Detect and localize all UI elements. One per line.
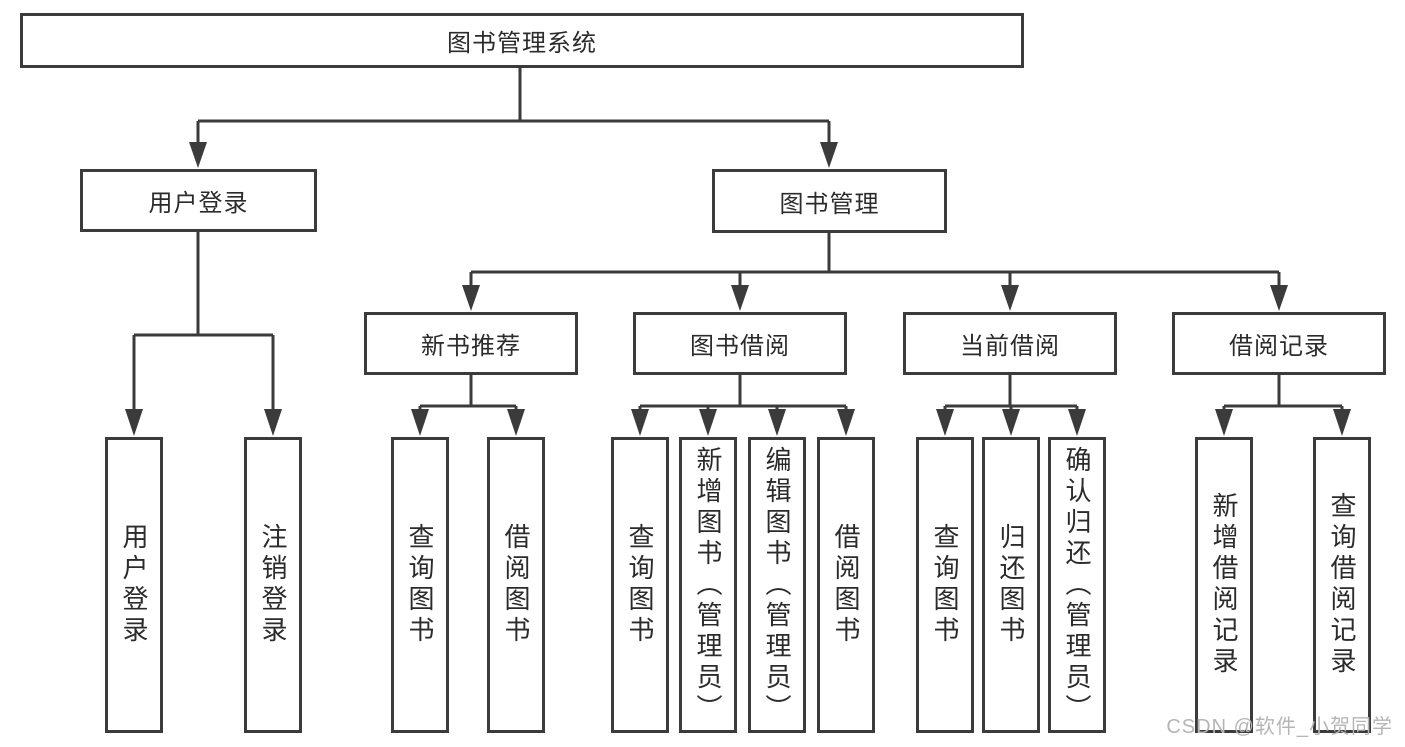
node-user-login: 用户登录 [80, 169, 317, 232]
leaf-query-borrow-record-label: 查询借阅记录 [1327, 492, 1357, 678]
connector-new-book-recommend-children [411, 375, 525, 436]
leaf-edit-book-admin: 编辑图书（管理员） [748, 437, 806, 733]
connector-borrow-record-children [1215, 375, 1351, 436]
leaf-query-book-1: 查询图书 [391, 437, 449, 733]
leaf-borrow-book-1-label: 借阅图书 [501, 523, 531, 647]
leaf-add-book-admin: 新增图书（管理员） [679, 437, 737, 733]
leaf-user-login: 用户登录 [105, 437, 163, 733]
connector-book-borrow-children [631, 375, 855, 436]
leaf-query-borrow-record: 查询借阅记录 [1313, 437, 1371, 733]
connector-current-borrow-children [936, 375, 1086, 436]
leaf-return-book: 归还图书 [982, 437, 1040, 733]
connector-user-login-children [125, 232, 282, 436]
leaf-add-book-admin-label: 新增图书（管理员） [693, 445, 723, 725]
leaf-add-borrow-record-label: 新增借阅记录 [1209, 492, 1239, 678]
leaf-logout: 注销登录 [244, 437, 302, 733]
leaf-query-book-3: 查询图书 [916, 437, 974, 733]
connector-book-management-children [462, 233, 1288, 311]
leaf-add-borrow-record: 新增借阅记录 [1195, 437, 1253, 733]
leaf-return-book-label: 归还图书 [996, 523, 1026, 647]
leaf-query-book-2: 查询图书 [611, 437, 669, 733]
leaf-borrow-book-2: 借阅图书 [817, 437, 875, 733]
leaf-logout-label: 注销登录 [258, 523, 288, 647]
leaf-query-book-1-label: 查询图书 [405, 523, 435, 647]
node-book-borrow: 图书借阅 [633, 312, 847, 375]
leaf-borrow-book-1: 借阅图书 [487, 437, 545, 733]
leaf-edit-book-admin-label: 编辑图书（管理员） [762, 445, 792, 725]
node-book-management: 图书管理 [712, 169, 947, 233]
connector-root-to-level2 [189, 68, 838, 168]
node-library-system: 图书管理系统 [20, 13, 1024, 68]
leaf-query-book-3-label: 查询图书 [930, 523, 960, 647]
leaf-query-book-2-label: 查询图书 [625, 523, 655, 647]
leaf-user-login-label: 用户登录 [119, 523, 149, 647]
leaf-borrow-book-2-label: 借阅图书 [831, 523, 861, 647]
node-borrow-record: 借阅记录 [1172, 312, 1386, 375]
node-new-book-recommend: 新书推荐 [364, 312, 578, 375]
leaf-confirm-return-admin-label: 确认归还（管理员） [1062, 445, 1092, 725]
leaf-confirm-return-admin: 确认归还（管理员） [1048, 437, 1106, 733]
csdn-watermark: CSDN @软件_小贺同学 [1166, 716, 1393, 738]
node-current-borrow: 当前借阅 [903, 312, 1117, 375]
